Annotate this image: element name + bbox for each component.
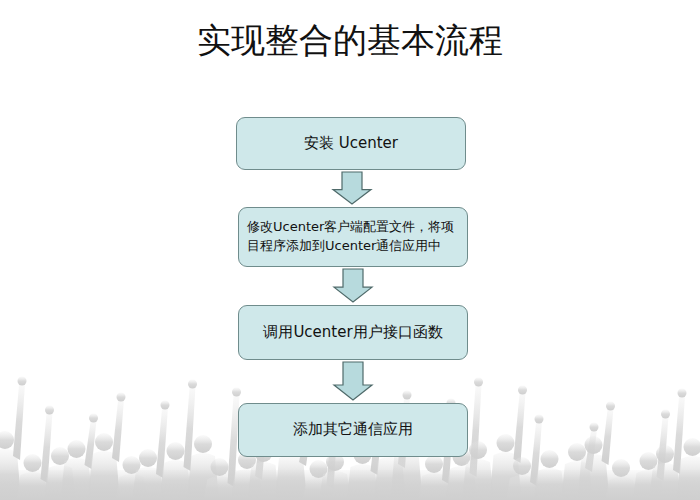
crowd-head [656,445,674,463]
crowd-hand [117,393,126,402]
crowd-hand [188,380,197,389]
crowd-hand [403,391,412,400]
block-arrow [334,269,372,302]
process-box: 调用Ucenter用户接口函数 [238,305,468,360]
crowd-head [95,433,113,451]
diagram-title: 实现整合的基本流程 [0,18,700,64]
box-label: 修改Ucenter客户端配置文件，将项目程序添加到Ucenter通信应用中 [247,218,459,256]
crowd-arm [13,383,25,460]
crowd-hand [678,389,687,398]
crowd-hand [474,378,483,387]
crowd-head [211,458,229,476]
crowd-body [319,471,351,500]
process-box: 修改Ucenter客户端配置文件，将项目程序添加到Ucenter通信应用中 [238,207,468,267]
crowd-hand [606,402,615,411]
crowd-hand [161,401,170,410]
box-label: 安装 Ucenter [304,133,398,155]
crowd-hand [661,410,670,419]
crowd-body [391,450,423,500]
process-box: 添加其它通信应用 [238,403,468,457]
crowd-body [677,456,700,500]
block-arrow [333,172,371,204]
crowd-head [684,438,700,456]
crowd-hand [18,377,27,386]
crowd-arm [112,399,124,462]
crowd-head [0,431,14,449]
crowd-head [68,440,86,458]
crowd-head [585,436,603,454]
crowd-head [194,435,212,453]
crowd-hand [535,415,544,424]
crowd-head [612,459,630,477]
crowd-body [248,462,280,500]
crowd-head [469,441,487,459]
crowd-arm [602,408,614,465]
crowd-head [425,455,443,473]
block-arrow [334,362,372,400]
crowd-hand [45,406,54,415]
crowd-head [24,454,42,472]
box-label: 调用Ucenter用户接口函数 [263,322,442,344]
crowd-head [541,450,559,468]
box-label: 添加其它通信应用 [293,419,413,441]
crowd-head [167,442,185,460]
crowd-hand [232,388,241,397]
crowd-arm [514,392,526,463]
crowd-head [497,434,515,452]
crowd-hand [89,414,98,423]
crowd-hand [590,423,599,432]
crowd-body [605,477,637,500]
process-box: 安装 Ucenter [236,117,466,170]
crowd-body [462,459,494,500]
crowd-head [513,457,531,475]
crowd-body [534,468,566,500]
crowd-hand [518,386,527,395]
crowd-head [139,449,157,467]
